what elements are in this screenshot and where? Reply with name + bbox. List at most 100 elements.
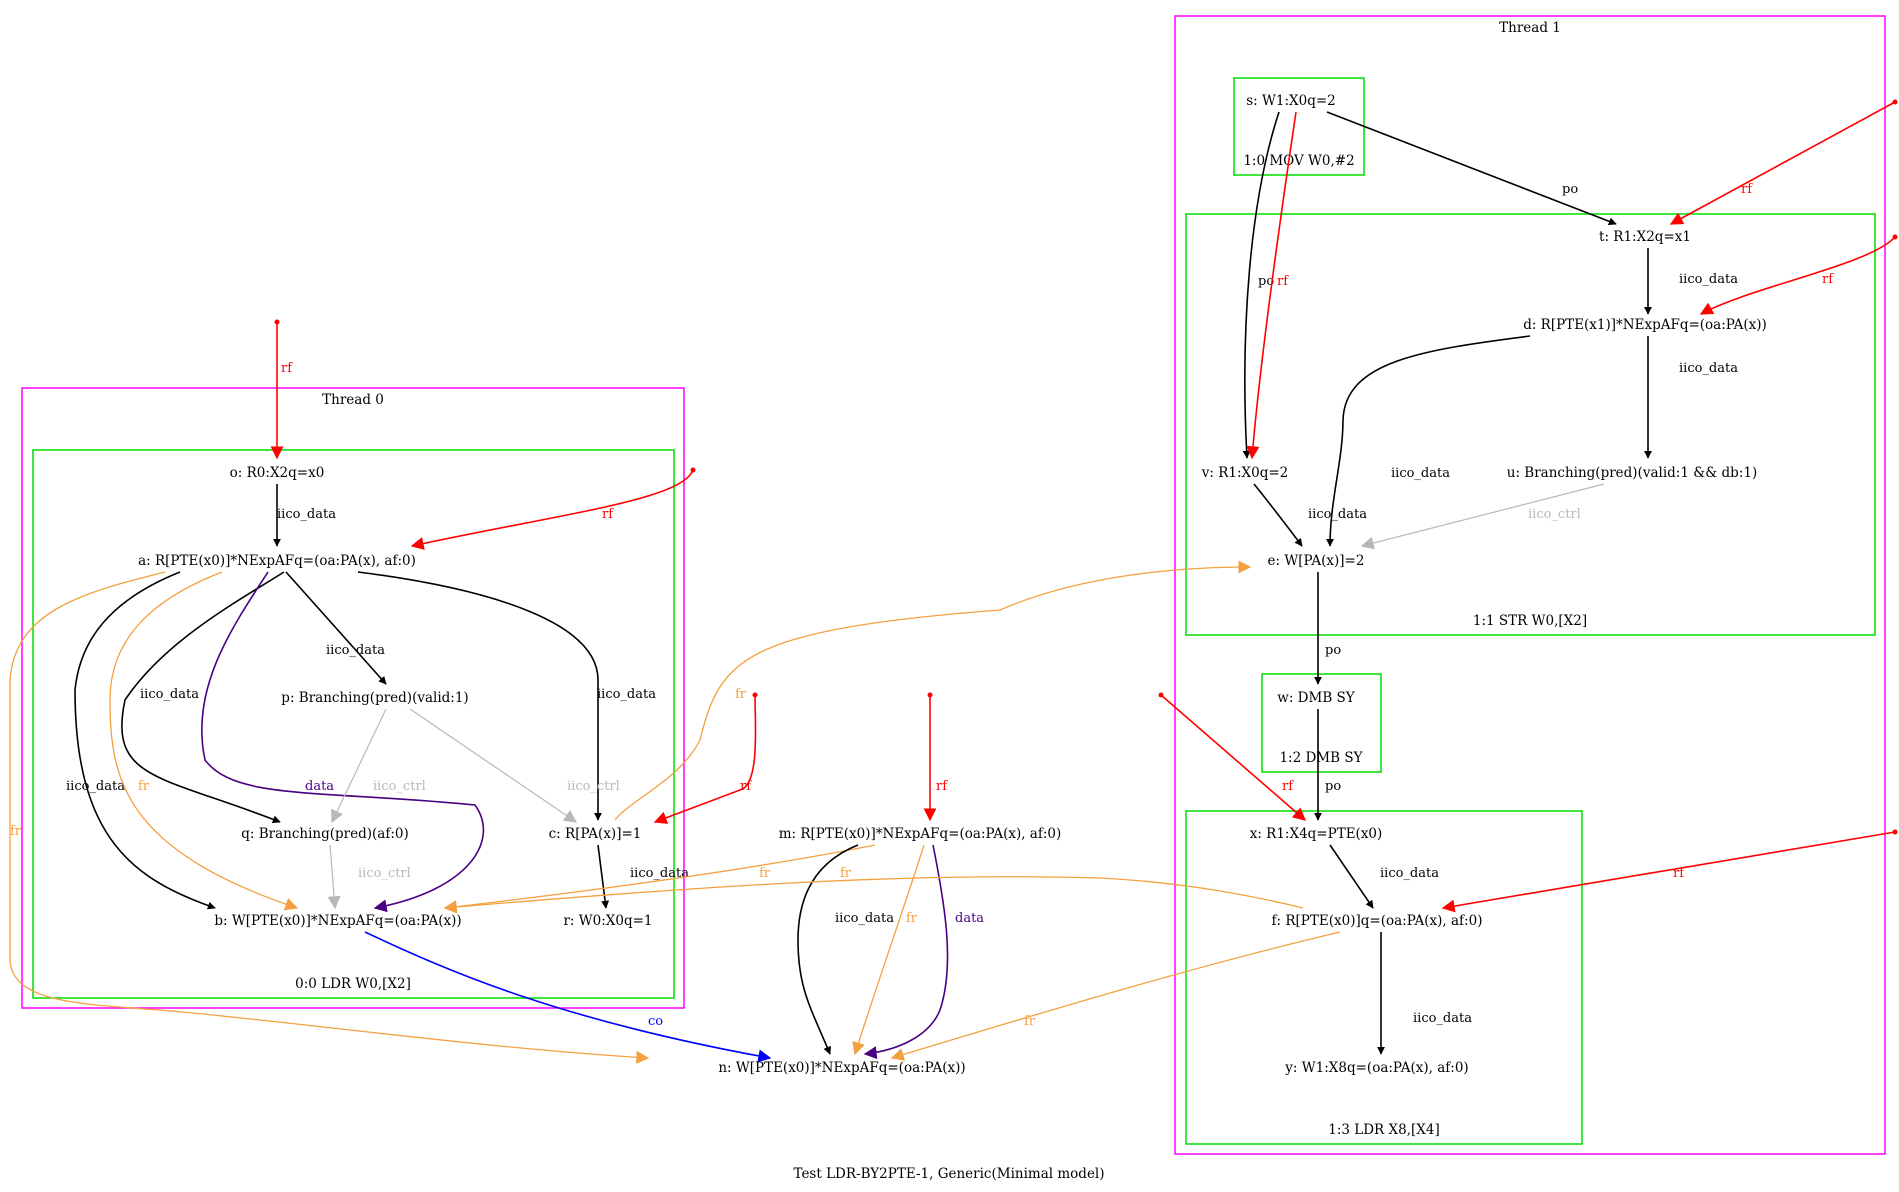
node-p: p: Branching(pred)(valid:1)	[281, 690, 468, 706]
edge-label-a-b-data: data	[305, 779, 334, 794]
edge-label-a-c: iico_data	[597, 687, 656, 702]
edge-label-m-n: iico_data	[835, 911, 894, 926]
edge-a-b-fr: fr	[109, 571, 299, 911]
node-y: y: W1:X8q=(oa:PA(x), af:0)	[1284, 1060, 1468, 1076]
edge-init-c: rf	[653, 694, 757, 824]
edge-init-a: rf	[410, 469, 694, 550]
init-dot-5	[1892, 99, 1898, 105]
node-w: w: DMB SY	[1277, 690, 1356, 706]
thread-1-box	[1174, 15, 1886, 1155]
edge-line-m-n-data	[863, 844, 949, 1060]
edge-line-s-v	[1242, 111, 1280, 459]
edge-m-n: iico_data	[797, 844, 894, 1055]
edge-label-f-n-fr: fr	[1024, 1014, 1036, 1029]
edge-label-a-b: iico_data	[66, 779, 125, 794]
edge-label-s-v-rf: rf	[1277, 274, 1289, 289]
edge-line-init-t	[1669, 101, 1896, 225]
edge-w-x: po	[1314, 709, 1341, 821]
edge-line-init-x	[1160, 694, 1306, 821]
edge-line-f-b-fr	[443, 876, 1304, 914]
instr-1-1-label: 1:1 STR W0,[X2]	[1473, 613, 1587, 629]
edge-label-x-f: iico_data	[1380, 866, 1439, 881]
edge-line-a-p	[285, 571, 387, 685]
edge-label-q-b: iico_ctrl	[358, 866, 411, 881]
edge-line-init-d	[1699, 236, 1896, 315]
edge-e-w: po	[1314, 572, 1341, 685]
node-n: n: W[PTE(x0)]*NExpAFq=(oa:PA(x))	[718, 1060, 965, 1076]
edge-label-w-x: po	[1325, 779, 1341, 794]
edge-line-m-n-fr	[852, 844, 925, 1056]
edge-label-p-c: iico_ctrl	[567, 779, 620, 794]
edge-label-init-m: rf	[936, 779, 948, 794]
edge-d-u: iico_data	[1644, 336, 1738, 459]
edge-line-d-e	[1326, 335, 1531, 547]
node-u: u: Branching(pred)(valid:1 && db:1)	[1507, 465, 1757, 481]
edge-label-a-n-fr: fr	[10, 824, 22, 839]
edge-init-t: rf	[1669, 101, 1896, 225]
edge-label-a-p: iico_data	[326, 643, 385, 658]
edge-x-f: iico_data	[1329, 844, 1439, 909]
edge-label-p-q: iico_ctrl	[373, 779, 426, 794]
edge-f-n-fr: fr	[890, 931, 1341, 1061]
instr-1-1-box	[1185, 213, 1876, 636]
node-r: r: W0:X0q=1	[563, 913, 652, 929]
edge-label-a-b-fr: fr	[138, 779, 150, 794]
edge-v-e: iico_data	[1253, 483, 1367, 547]
edge-label-t-d: iico_data	[1679, 272, 1738, 287]
init-dot-6	[1892, 234, 1898, 240]
edge-line-p-q	[331, 708, 387, 824]
edge-init-x: rf	[1160, 694, 1306, 821]
edge-init-m: rf	[923, 695, 948, 822]
clusters: Thread 0 0:0 LDR W0,[X2] Thread 1 1:0 MO…	[21, 15, 1886, 1155]
node-q: q: Branching(pred)(af:0)	[241, 826, 408, 842]
edge-line-a-b-data	[200, 571, 485, 913]
edge-line-init-c	[653, 694, 757, 824]
edge-line-init-f	[1441, 831, 1896, 913]
init-dot-3	[927, 692, 933, 698]
edge-u-e: iico_ctrl	[1360, 483, 1605, 550]
edge-line-u-e	[1360, 483, 1605, 550]
edge-label-init-c: rf	[740, 779, 752, 794]
edge-label-u-e: iico_ctrl	[1528, 507, 1581, 522]
edge-line-a-n-fr	[9, 571, 650, 1064]
edge-m-n-data: data	[863, 844, 984, 1060]
edge-label-init-t: rf	[1741, 182, 1753, 197]
instr-1-2-box	[1261, 673, 1382, 773]
edge-label-b-n-co: co	[648, 1014, 663, 1029]
edge-init-f: rf	[1441, 831, 1896, 913]
edge-label-c-r: iico_data	[630, 866, 689, 881]
instr-1-2-label: 1:2 DMB SY	[1279, 750, 1363, 766]
instr-0-0-box	[32, 449, 675, 999]
edge-line-init-a	[410, 469, 694, 550]
edge-label-m-n-data: data	[955, 911, 984, 926]
init-dot-7	[1892, 829, 1898, 835]
node-s: s: W1:X0q=2	[1246, 93, 1336, 109]
edge-line-a-q	[121, 571, 285, 824]
edge-a-b-data: data	[200, 571, 485, 913]
edge-s-v-rf: rf	[1246, 111, 1297, 460]
edge-line-m-b-fr	[443, 844, 876, 914]
thread-0-box	[21, 387, 685, 1009]
edge-line-a-b-fr	[109, 571, 299, 911]
node-d: d: R[PTE(x1)]*NExpAFq=(oa:PA(x))	[1523, 317, 1767, 333]
edge-line-s-v-rf	[1246, 111, 1297, 460]
edge-label-m-b-fr: fr	[759, 866, 771, 881]
edge-label-d-u: iico_data	[1679, 361, 1738, 376]
edge-label-init-f: rf	[1673, 866, 1685, 881]
edge-label-v-e: iico_data	[1308, 507, 1367, 522]
node-x: x: R1:X4q=PTE(x0)	[1250, 826, 1383, 842]
edge-label-e-w: po	[1325, 643, 1341, 658]
edge-label-s-t: po	[1562, 182, 1578, 197]
thread-1-label: Thread 1	[1499, 20, 1561, 36]
edge-line-q-b	[327, 844, 341, 910]
diagram-caption: Test LDR-BY2PTE-1, Generic(Minimal model…	[793, 1166, 1104, 1182]
edge-a-b: iico_data	[66, 571, 216, 910]
node-e: e: W[PA(x)]=2	[1268, 553, 1365, 569]
edge-a-c: iico_data	[357, 571, 656, 821]
nodes: o: R0:X2q=x0 a: R[PTE(x0)]*NExpAFq=(oa:P…	[138, 93, 1767, 1076]
edge-t-d: iico_data	[1644, 248, 1738, 315]
edge-a-n-fr: fr	[9, 571, 650, 1064]
node-c: c: R[PA(x)]=1	[549, 826, 642, 842]
edge-line-p-c	[409, 708, 578, 823]
